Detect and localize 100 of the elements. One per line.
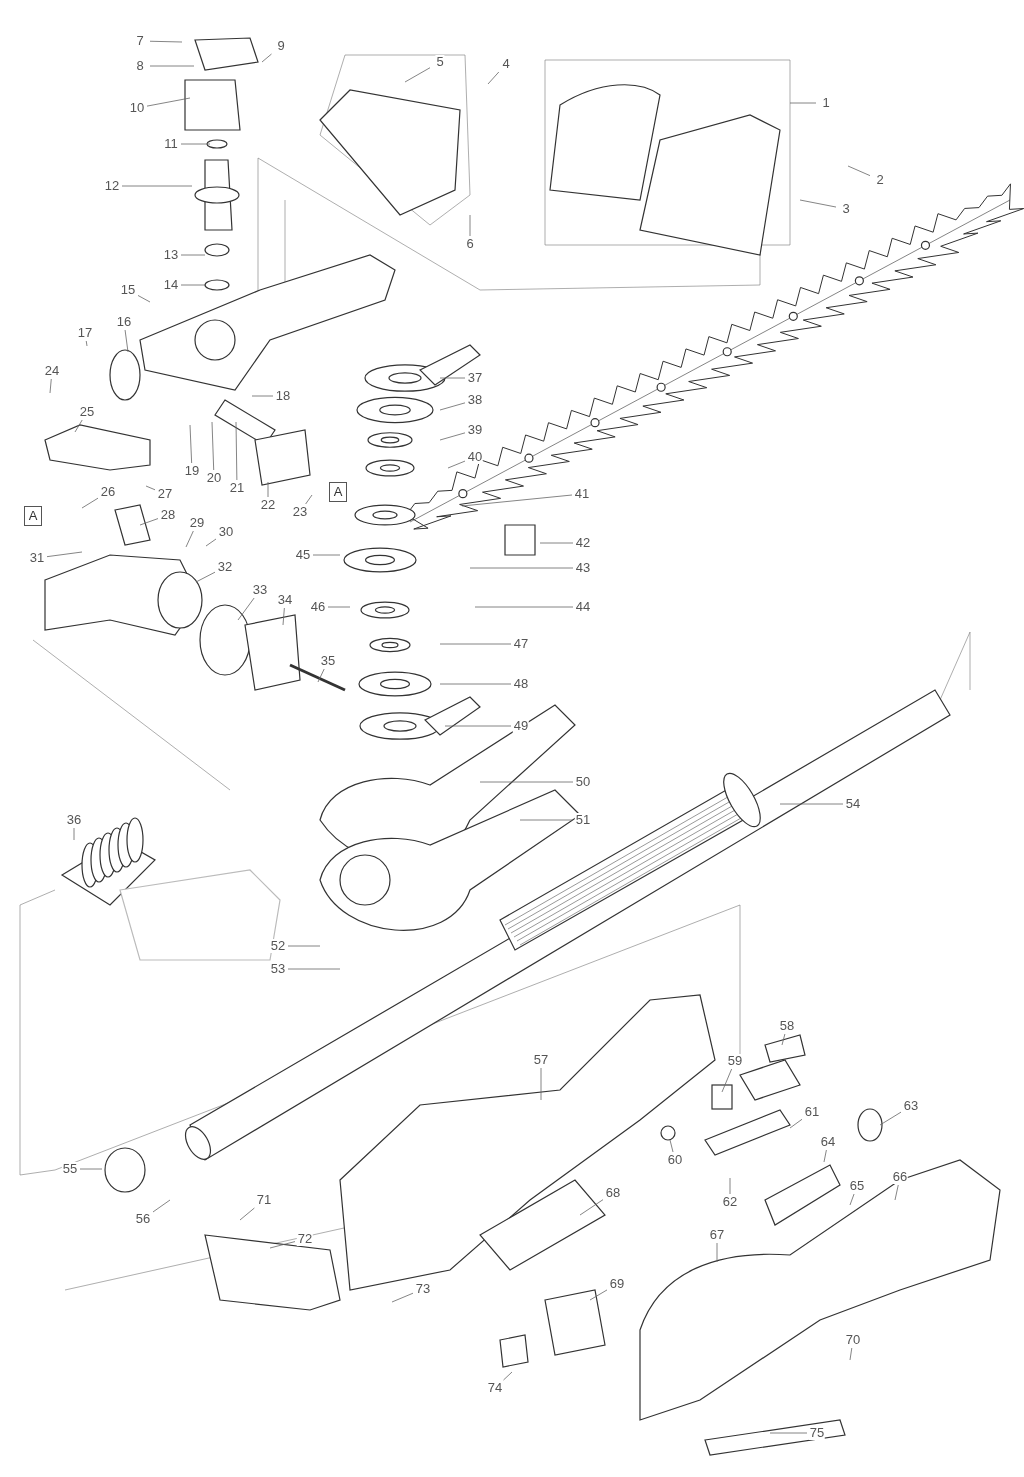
callout-number: 12: [103, 179, 121, 193]
callout-number: 42: [574, 536, 592, 550]
callout-number: 32: [216, 560, 234, 574]
callout-number: 70: [844, 1333, 862, 1347]
leader-line: [261, 53, 272, 63]
leader-line: [145, 485, 156, 491]
callout-number: 56: [134, 1212, 152, 1226]
callout-number: 47: [512, 637, 530, 651]
leader-line: [447, 460, 466, 469]
leader-line: [267, 481, 269, 498]
leader-line: [149, 40, 183, 43]
callout-number: 36: [65, 813, 83, 827]
leader-line: [879, 1111, 902, 1126]
callout-number: 15: [119, 283, 137, 297]
callout-number: 20: [205, 471, 223, 485]
leader-line: [479, 781, 574, 783]
leader-line: [729, 1177, 731, 1195]
leader-line: [847, 165, 871, 177]
callout-number: 26: [99, 485, 117, 499]
leader-line: [146, 97, 191, 107]
callout-number: 51: [574, 813, 592, 827]
callout-number: 43: [574, 561, 592, 575]
leader-line: [180, 284, 206, 286]
callout-number: 71: [255, 1193, 273, 1207]
leader-line: [769, 1432, 808, 1434]
leader-line: [779, 803, 844, 805]
callout-number: 37: [466, 371, 484, 385]
leader-line: [211, 421, 215, 471]
callout-number: 34: [276, 593, 294, 607]
callout-number: 53: [269, 962, 287, 976]
callout-number: 6: [465, 237, 475, 251]
leader-line: [74, 419, 83, 433]
leader-line: [519, 819, 574, 821]
callout-number: 52: [269, 939, 287, 953]
leader-line: [799, 199, 837, 208]
leader-line: [461, 494, 573, 507]
leader-line: [312, 554, 341, 556]
callout-number: 54: [844, 797, 862, 811]
callout-number: 44: [574, 600, 592, 614]
leader-line: [669, 1139, 674, 1153]
leader-line: [46, 551, 83, 558]
leader-line: [121, 185, 193, 187]
leader-line: [235, 421, 238, 481]
callout-number: 23: [291, 505, 309, 519]
callout-number: 41: [573, 487, 591, 501]
leader-line: [439, 377, 466, 379]
callout-number: 48: [512, 677, 530, 691]
leader-line: [589, 1289, 608, 1301]
leader-line: [469, 567, 574, 569]
callout-number: 72: [296, 1232, 314, 1246]
callout-number: 60: [666, 1153, 684, 1167]
leader-line: [391, 1292, 414, 1303]
callout-number: 27: [156, 487, 174, 501]
leader-line: [789, 102, 817, 104]
callout-number: 75: [808, 1426, 826, 1440]
leader-line: [439, 683, 512, 685]
leader-line: [849, 1193, 855, 1206]
leader-line: [137, 295, 151, 303]
callout-number: 67: [708, 1228, 726, 1242]
leader-line: [287, 945, 321, 947]
callout-number: 64: [819, 1135, 837, 1149]
callout-number: 31: [28, 551, 46, 565]
reference-mark: A: [24, 506, 42, 526]
leader-line: [185, 530, 194, 548]
callout-number: 65: [848, 1179, 866, 1193]
leader-line: [823, 1149, 827, 1163]
callout-number: 50: [574, 775, 592, 789]
callout-number: 69: [608, 1277, 626, 1291]
callout-number: 38: [466, 393, 484, 407]
callout-number: 4: [501, 57, 511, 71]
leader-line: [894, 1184, 899, 1201]
leader-line: [305, 494, 313, 505]
callout-number: 33: [251, 583, 269, 597]
leader-line: [85, 340, 88, 347]
leader-line: [149, 65, 195, 67]
callout-number: 45: [294, 548, 312, 562]
callout-number: 16: [115, 315, 133, 329]
callout-number: 30: [217, 525, 235, 539]
callout-number: 66: [891, 1170, 909, 1184]
callout-number: 35: [319, 654, 337, 668]
callout-number: 25: [78, 405, 96, 419]
callout-number: 28: [159, 508, 177, 522]
callout-number: 62: [721, 1195, 739, 1209]
callout-number: 24: [43, 364, 61, 378]
leader-line: [781, 1033, 786, 1046]
callout-number: 21: [228, 481, 246, 495]
leader-line: [152, 1199, 171, 1213]
callout-number: 5: [435, 55, 445, 69]
callout-number: 7: [135, 34, 145, 48]
callout-number: 40: [466, 450, 484, 464]
leader-line: [540, 1067, 542, 1101]
leader-line: [269, 1241, 296, 1249]
leader-line: [503, 1371, 513, 1381]
leader-line: [579, 1199, 604, 1216]
callout-number: 68: [604, 1186, 622, 1200]
callout-number: 19: [183, 464, 201, 478]
callout-number: 46: [309, 600, 327, 614]
callout-number: 8: [135, 59, 145, 73]
callout-number: 18: [274, 389, 292, 403]
callout-number: 10: [128, 101, 146, 115]
